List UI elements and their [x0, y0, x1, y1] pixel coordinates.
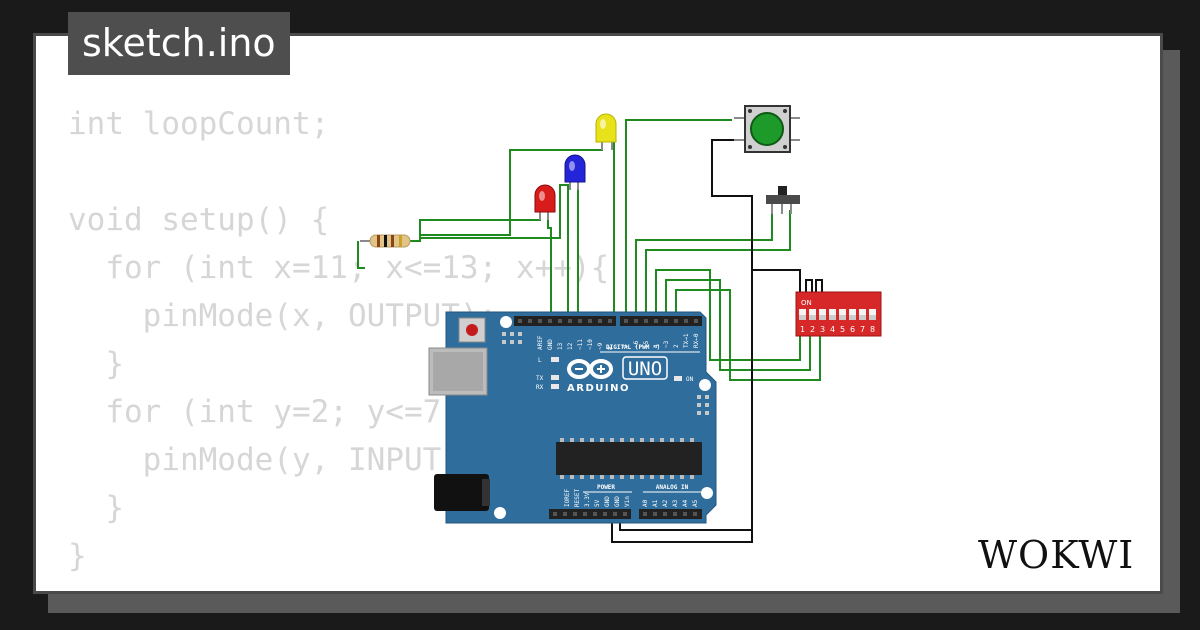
- dip-slot[interactable]: [819, 309, 826, 320]
- reset-button-icon[interactable]: [458, 317, 486, 343]
- dip-number: 4: [830, 325, 835, 334]
- usb-port-icon: [428, 347, 488, 396]
- board-model-label: UNO: [628, 358, 662, 380]
- dip-number: 2: [810, 325, 815, 334]
- pin-label: ~6: [633, 340, 640, 348]
- code-line: int loopCount;: [68, 106, 330, 142]
- code-line: }: [68, 538, 87, 574]
- pin-label: ~9: [597, 342, 604, 350]
- pin-label: ~3: [663, 340, 670, 348]
- pin-label: 13: [557, 342, 564, 350]
- pin-label: 5V: [594, 499, 601, 507]
- pin-label: A1: [652, 499, 659, 507]
- sketch-filename-tab[interactable]: sketch.ino: [68, 12, 290, 75]
- pin-label: A2: [662, 499, 669, 507]
- pin-label: A4: [682, 499, 689, 507]
- power-jack-icon: [434, 474, 490, 511]
- dip-slot[interactable]: [809, 309, 816, 320]
- code-preview: int loopCount; void setup() { for (int x…: [68, 100, 609, 580]
- pin-label: 2: [673, 344, 680, 348]
- code-line: for (int x=11; x<=13; x++){: [68, 250, 610, 286]
- code-line: pinMode(x, OUTPUT);: [68, 298, 498, 334]
- pin-label: Vin: [624, 496, 631, 507]
- digital-header-label: DIGITAL (PWM ~): [606, 344, 660, 351]
- led-yellow[interactable]: [595, 113, 617, 150]
- dip-number: 7: [860, 325, 865, 334]
- pin-label: ~10: [587, 339, 594, 350]
- code-line: }: [68, 346, 124, 382]
- dip-slot[interactable]: [829, 309, 836, 320]
- pin-label: 7: [623, 344, 630, 348]
- dip-slot[interactable]: [799, 309, 806, 320]
- pin-label: A0: [642, 499, 649, 507]
- dip-number: 8: [870, 325, 875, 334]
- svg-text:ON: ON: [686, 376, 694, 383]
- dip-slot[interactable]: [869, 309, 876, 320]
- status-leds: L TX RX ON: [536, 357, 694, 391]
- dip-slot[interactable]: [859, 309, 866, 320]
- pin-label: TX→1: [683, 333, 690, 348]
- pushbutton[interactable]: [734, 105, 800, 153]
- pin-label: A5: [692, 499, 699, 507]
- board-brand-label: ARDUINO: [567, 383, 630, 394]
- pin-label: GND: [604, 496, 611, 507]
- dip-number: 3: [820, 325, 825, 334]
- dip-slot[interactable]: [839, 309, 846, 320]
- code-line: void setup() {: [68, 202, 330, 238]
- dip-number: 1: [800, 325, 805, 334]
- analog-header-label: ANALOG IN: [656, 484, 689, 491]
- pin-label: 3.3V: [584, 492, 591, 507]
- wires-black: [611, 139, 823, 543]
- slide-switch[interactable]: [766, 186, 800, 214]
- dip-slot[interactable]: [849, 309, 856, 320]
- pin-label: GND: [614, 496, 621, 507]
- wokwi-logo-icon: WOKWI: [978, 533, 1134, 577]
- arduino-infinity-logo-icon: [567, 359, 613, 379]
- svg-text:TX: TX: [536, 375, 544, 382]
- brand-wordmark: WOKWI: [978, 533, 1134, 577]
- dip-number: 5: [840, 325, 845, 334]
- pin-label: RX←0: [693, 333, 700, 348]
- code-line: }: [68, 490, 124, 526]
- led-blue[interactable]: [564, 154, 586, 190]
- atmega-chip: [556, 438, 702, 479]
- pin-label: A3: [672, 499, 679, 507]
- resistor[interactable]: [360, 234, 411, 248]
- svg-text:L: L: [538, 357, 542, 364]
- pin-label: 8: [607, 346, 614, 350]
- pin-label: IOREF: [564, 489, 571, 507]
- dip-on-label: ON: [801, 299, 812, 307]
- pin-label: 4: [653, 344, 660, 348]
- pin-label: ~5: [643, 340, 650, 348]
- pin-label: RESET: [574, 489, 581, 507]
- led-red[interactable]: [534, 184, 556, 220]
- pin-label: GND: [547, 339, 554, 350]
- dip-number: 6: [850, 325, 855, 334]
- svg-text:RX: RX: [536, 384, 544, 391]
- pin-label: 12: [567, 342, 574, 350]
- pin-label: ~11: [577, 339, 584, 350]
- pin-label: AREF: [537, 335, 544, 350]
- power-header-label: POWER: [597, 484, 615, 491]
